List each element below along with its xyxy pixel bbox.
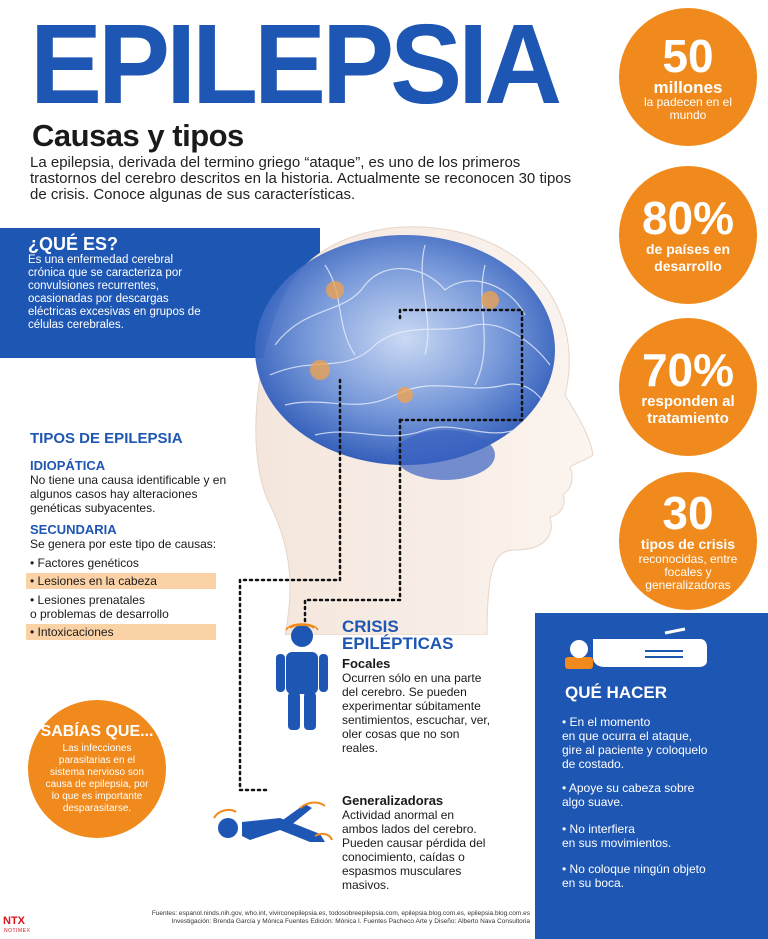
sabias-que-circle: SABÍAS QUE... Las infecciones parasitari… [28, 700, 166, 838]
que-hacer-step: • Apoye su cabeza sobre algo suave. [562, 781, 695, 809]
stat-circle-50-millones: 50 millones la padecen en el mundo [619, 8, 757, 146]
stat-number: 50 [662, 29, 714, 82]
stat-sublabel: reconocidas, entre focales y generalizad… [638, 552, 738, 592]
secundaria-title: SECUNDARIA [30, 522, 117, 537]
sabias-que-text: Las infecciones parasitarias en el siste… [45, 743, 149, 814]
que-hacer-step: • En el momento en que ocurra el ataque,… [562, 715, 708, 771]
generalizadoras-text: Actividad anormal en ambos lados del cer… [342, 808, 486, 892]
stat-circle-80-percent: 80% de países en desarrollo [619, 166, 757, 304]
crisis-title-line1: CRISIS [342, 617, 399, 636]
stat-number: 80% [641, 192, 735, 244]
notimex-logo-sub: NOTIMEX [4, 928, 31, 934]
lying-person-icon [213, 801, 333, 842]
crisis-title-line2: EPILÉPTICAS [342, 634, 454, 653]
sources-footer: Fuentes: espanol.ninds.nih.gov, who.int,… [151, 910, 530, 917]
credits-footer: Investigación: Brenda García y Mónica Fu… [171, 918, 530, 925]
cause-item: • Intoxicaciones [26, 624, 216, 640]
generalizadoras-title: Generalizadoras [342, 793, 444, 808]
cause-item: • Lesiones prenatales o problemas de des… [30, 593, 169, 621]
que-es-title: ¿QUÉ ES? [28, 234, 119, 254]
stat-number: 70% [641, 344, 735, 396]
idiopatica-text: No tiene una causa identificable y en al… [30, 473, 227, 515]
standing-person-icon [276, 623, 328, 730]
que-hacer-step: • No coloque ningún objeto en su boca. [562, 862, 706, 890]
cause-item: • Lesiones en la cabeza [26, 573, 216, 589]
stat-label: de países en desarrollo [645, 241, 731, 274]
page-title: EPILEPSIA [30, 0, 562, 127]
secundaria-text: Se genera por este tipo de causas: [30, 537, 217, 551]
stat-label: millones [653, 77, 723, 97]
stat-circle-30-tipos: 30 tipos de crisis reconocidas, entre fo… [619, 472, 757, 610]
que-es-text: Es una enfermedad cerebral crónica que s… [28, 254, 201, 331]
head-brain-illustration [255, 226, 594, 635]
ntx-logo: NTX [3, 915, 25, 927]
que-hacer-title: QUÉ HACER [565, 683, 668, 702]
idiopatica-title: IDIOPÁTICA [30, 458, 106, 473]
focales-text: Ocurren sólo en una parte del cerebro. S… [342, 671, 491, 755]
que-hacer-step: • No interfiera en sus movimientos. [562, 822, 672, 850]
recovery-position-icon [565, 627, 707, 669]
stat-label: responden al tratamiento [641, 393, 735, 427]
intro-paragraph: La epilepsia, derivada del termino grieg… [30, 154, 572, 203]
stat-number: 30 [662, 487, 714, 539]
stat-sublabel: la padecen en el mundo [643, 94, 733, 122]
cause-item: • Factores genéticos [30, 556, 139, 570]
page-subtitle: Causas y tipos [32, 118, 244, 153]
sabias-que-title: SABÍAS QUE... [40, 723, 154, 740]
crisis-epilepticas-title: CRISIS EPILÉPTICAS [342, 618, 453, 652]
stat-label: tipos de crisis [640, 536, 736, 552]
focales-title: Focales [342, 656, 391, 671]
tipos-de-epilepsia-title: TIPOS DE EPILEPSIA [30, 430, 183, 447]
stat-circle-70-percent: 70% responden al tratamiento [619, 318, 757, 456]
